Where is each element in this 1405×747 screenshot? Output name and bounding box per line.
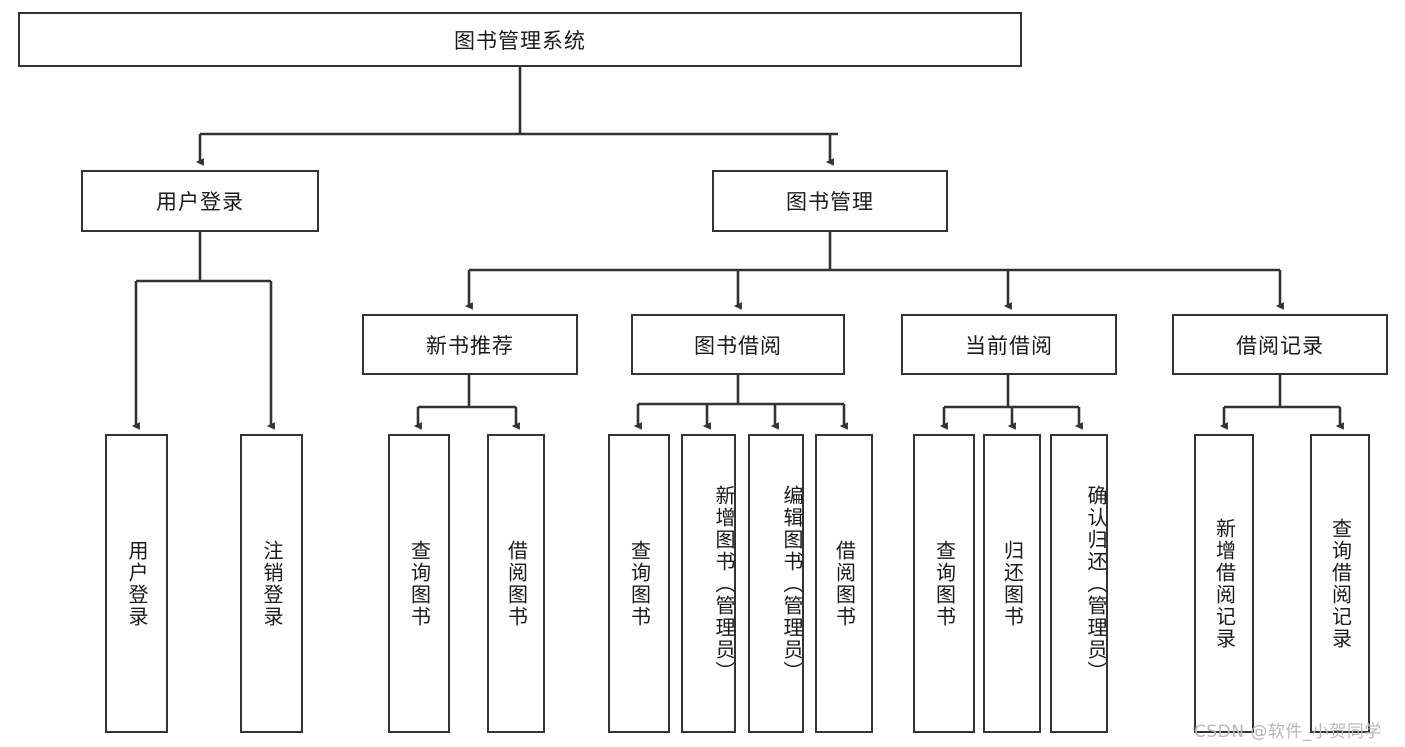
node-leaf-query-borrow-record[interactable]: 查询借阅记录 bbox=[1310, 434, 1370, 733]
node-leaf-user-login[interactable]: 用户登录 bbox=[105, 434, 168, 733]
node-label: 图书管理系统 bbox=[454, 28, 586, 53]
node-leaf-confirm-return-admin[interactable]: 确认归还（管理员） bbox=[1050, 434, 1108, 733]
node-label: 归还图书 bbox=[1000, 539, 1025, 628]
node-leaf-return-book[interactable]: 归还图书 bbox=[983, 434, 1041, 733]
node-leaf-borrow-book-2[interactable]: 借阅图书 bbox=[815, 434, 873, 733]
node-leaf-edit-book-admin[interactable]: 编辑图书（管理员） bbox=[748, 434, 804, 733]
node-label: 查询图书 bbox=[627, 539, 652, 628]
node-label: 借阅记录 bbox=[1236, 333, 1324, 358]
node-borrow-record[interactable]: 借阅记录 bbox=[1172, 314, 1388, 375]
node-label: 新书推荐 bbox=[426, 333, 514, 358]
node-label: 用户登录 bbox=[156, 190, 244, 214]
node-leaf-query-book-2[interactable]: 查询图书 bbox=[608, 434, 670, 733]
node-leaf-add-borrow-record[interactable]: 新增借阅记录 bbox=[1194, 434, 1254, 733]
node-label: 注销登录 bbox=[260, 539, 284, 628]
node-leaf-query-book-1[interactable]: 查询图书 bbox=[388, 434, 450, 733]
node-label: 查询图书 bbox=[932, 539, 957, 628]
node-label: 图书借阅 bbox=[694, 333, 782, 358]
node-root-system[interactable]: 图书管理系统 bbox=[18, 12, 1022, 67]
node-label: 查询借阅记录 bbox=[1328, 517, 1353, 650]
node-label: 查询图书 bbox=[407, 539, 432, 628]
node-leaf-query-book-3[interactable]: 查询图书 bbox=[913, 434, 975, 733]
node-user-login[interactable]: 用户登录 bbox=[81, 170, 319, 232]
node-book-borrow[interactable]: 图书借阅 bbox=[631, 314, 845, 375]
node-leaf-add-book-admin[interactable]: 新增图书（管理员） bbox=[681, 434, 736, 733]
node-label: 编辑图书（管理员） bbox=[780, 484, 804, 683]
csdn-watermark: CSDN @软件_小贺同学 bbox=[1194, 722, 1382, 742]
node-book-manage[interactable]: 图书管理 bbox=[712, 170, 948, 232]
node-label: 当前借阅 bbox=[965, 333, 1053, 358]
node-leaf-logout-login[interactable]: 注销登录 bbox=[240, 434, 303, 733]
node-label: 借阅图书 bbox=[504, 539, 529, 628]
node-new-book-recommend[interactable]: 新书推荐 bbox=[362, 314, 578, 375]
node-label: 用户登录 bbox=[125, 539, 149, 628]
node-label: 新增借阅记录 bbox=[1212, 517, 1237, 650]
node-label: 图书管理 bbox=[786, 190, 874, 214]
node-label: 新增图书（管理员） bbox=[712, 484, 736, 683]
node-current-borrow[interactable]: 当前借阅 bbox=[901, 314, 1117, 375]
node-label: 确认归还（管理员） bbox=[1084, 484, 1108, 683]
node-label: 借阅图书 bbox=[832, 539, 857, 628]
node-leaf-borrow-book-1[interactable]: 借阅图书 bbox=[487, 434, 545, 733]
